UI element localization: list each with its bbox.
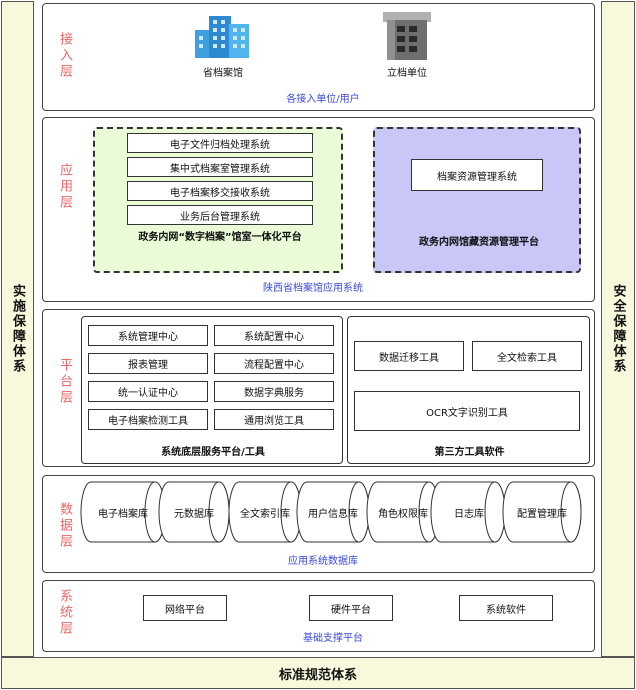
unit-building-icon [379,10,435,62]
green-item-4: 业务后台管理系统 [127,205,313,225]
db-7: 配置管理库 [517,508,567,520]
green-item-3: 电子档案移交接收系统 [127,181,313,201]
db-1: 电子档案库 [98,508,148,520]
application-layer-label: 应用层 [57,163,72,211]
tool-item-1: 数据迁移工具 [354,341,464,371]
right-side-label: 安全保障体系 [610,284,626,374]
data-layer-label: 数据层 [57,502,72,550]
green-item-1: 电子文件归档处理系统 [127,133,313,153]
service-item-6: 数据字典服务 [214,381,334,402]
service-item-1: 系统管理中心 [88,325,208,346]
data-layer-caption: 应用系统数据库 [288,556,358,567]
archive-building-icon [191,12,253,60]
unit-building-label: 立档单位 [387,68,427,79]
right-side-bar: 安全保障体系 [601,1,635,657]
access-layer-label: 接入层 [57,32,72,80]
system-item-3: 系统软件 [459,595,553,621]
green-platform-title: 政务内网“数字档案”馆室一体化平台 [138,232,302,243]
service-item-2: 系统配置中心 [214,325,334,346]
third-party-group: 数据迁移工具 全文检索工具 OCR文字识别工具 第三方工具软件 [347,316,590,464]
green-platform-group: 电子文件归档处理系统 集中式档案室管理系统 电子档案移交接收系统 业务后台管理系… [93,127,343,273]
data-layer: 数据层 电子档案库 元数据库 全文索引库 用户信息库 角色权限库 日志库 配置管… [42,475,595,573]
left-side-label: 实施保障体系 [10,284,25,374]
system-item-2: 硬件平台 [309,595,393,621]
db-2: 元数据库 [174,508,214,520]
service-item-8: 通用浏览工具 [214,409,334,430]
system-layer: 系统层 网络平台 硬件平台 系统软件 基础支撑平台 [42,580,595,652]
database-cylinders [80,481,582,543]
access-layer: 接入层 省档案馆 [42,3,595,111]
db-3: 全文索引库 [240,508,290,520]
application-layer-caption: 陕西省档案馆应用系统 [263,283,363,294]
system-layer-caption: 基础支撑平台 [303,633,363,644]
purple-platform-title: 政务内网馆藏资源管理平台 [419,237,539,248]
service-item-3: 报表管理 [88,353,208,374]
system-item-1: 网络平台 [143,595,227,621]
db-5: 角色权限库 [378,508,428,520]
base-services-group: 系统管理中心 系统配置中心 报表管理 流程配置中心 统一认证中心 数据字典服务 … [81,316,343,464]
purple-item: 档案资源管理系统 [411,159,543,191]
service-item-4: 流程配置中心 [214,353,334,374]
tool-item-2: 全文检索工具 [472,341,582,371]
application-layer: 应用层 电子文件归档处理系统 集中式档案室管理系统 电子档案移交接收系统 业务后… [42,117,595,302]
db-4: 用户信息库 [308,508,358,520]
third-party-title: 第三方工具软件 [434,447,505,458]
db-6: 日志库 [454,508,484,520]
tool-item-3: OCR文字识别工具 [354,391,580,431]
green-item-2: 集中式档案室管理系统 [127,157,313,177]
access-layer-caption: 各接入单位/用户 [286,94,360,105]
purple-platform-group: 档案资源管理系统 政务内网馆藏资源管理平台 [373,127,581,273]
base-services-title: 系统底层服务平台/工具 [161,447,265,458]
service-item-5: 统一认证中心 [88,381,208,402]
archive-building-label: 省档案馆 [203,68,243,79]
left-side-bar: 实施保障体系 [1,1,34,657]
system-layer-label: 系统层 [57,589,72,637]
platform-layer: 平台层 系统管理中心 系统配置中心 报表管理 流程配置中心 统一认证中心 数据字… [42,309,595,467]
bottom-bar: 标准规范体系 [1,657,635,689]
service-item-7: 电子档案检测工具 [88,409,208,430]
platform-layer-label: 平台层 [57,358,72,406]
